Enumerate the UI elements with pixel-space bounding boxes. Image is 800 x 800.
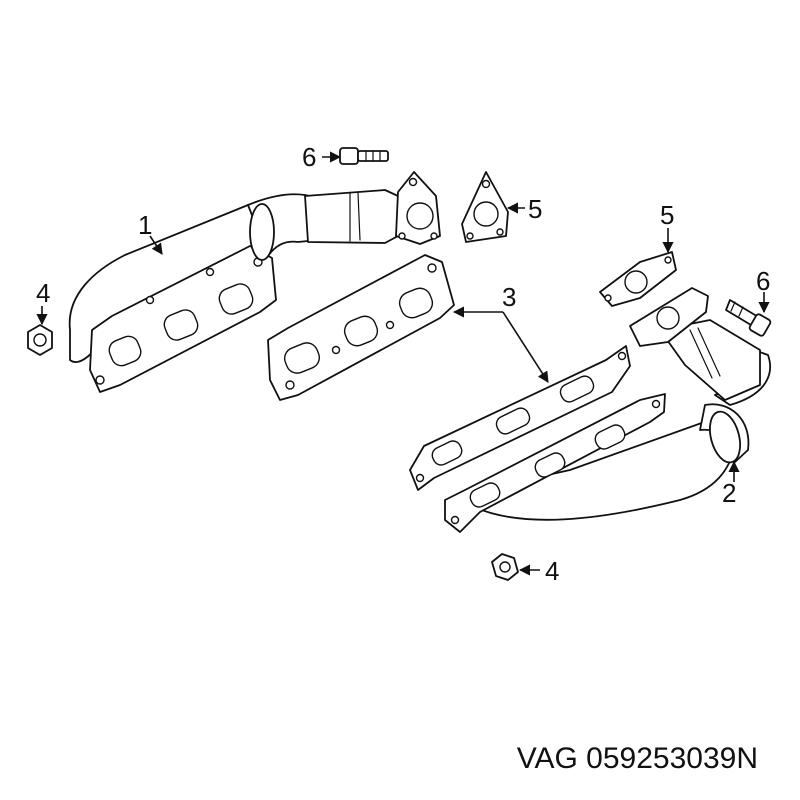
brand-label: VAG [516, 742, 578, 775]
left-exhaust-manifold [68, 171, 441, 393]
part-number: 059253039N [586, 742, 758, 775]
callout-4-left: 4 [36, 278, 50, 308]
callout-3: 3 [502, 282, 516, 312]
left-nut [27, 324, 53, 356]
right-flange-gasket [599, 251, 677, 307]
callout-4-bottom: 4 [545, 556, 559, 586]
callout-1: 1 [138, 210, 152, 240]
bottom-nut [491, 553, 519, 581]
right-bolt [725, 299, 772, 337]
leader-3-right [502, 311, 549, 383]
callout-5-right: 5 [660, 200, 674, 230]
callout-5-upper: 5 [528, 194, 542, 224]
callout-6-upper: 6 [302, 142, 316, 172]
upper-flange-gasket [461, 171, 509, 243]
right-exhaust-manifold [444, 287, 771, 533]
leader-lines [36, 151, 770, 576]
callout-6-right: 6 [756, 266, 770, 296]
leader-1 [149, 235, 163, 255]
left-manifold-gasket [267, 254, 455, 401]
callout-2: 2 [722, 478, 736, 508]
part-number-caption: VAG 059253039N [517, 742, 758, 776]
right-manifold-gasket [409, 345, 631, 491]
upper-bolt [339, 147, 389, 165]
